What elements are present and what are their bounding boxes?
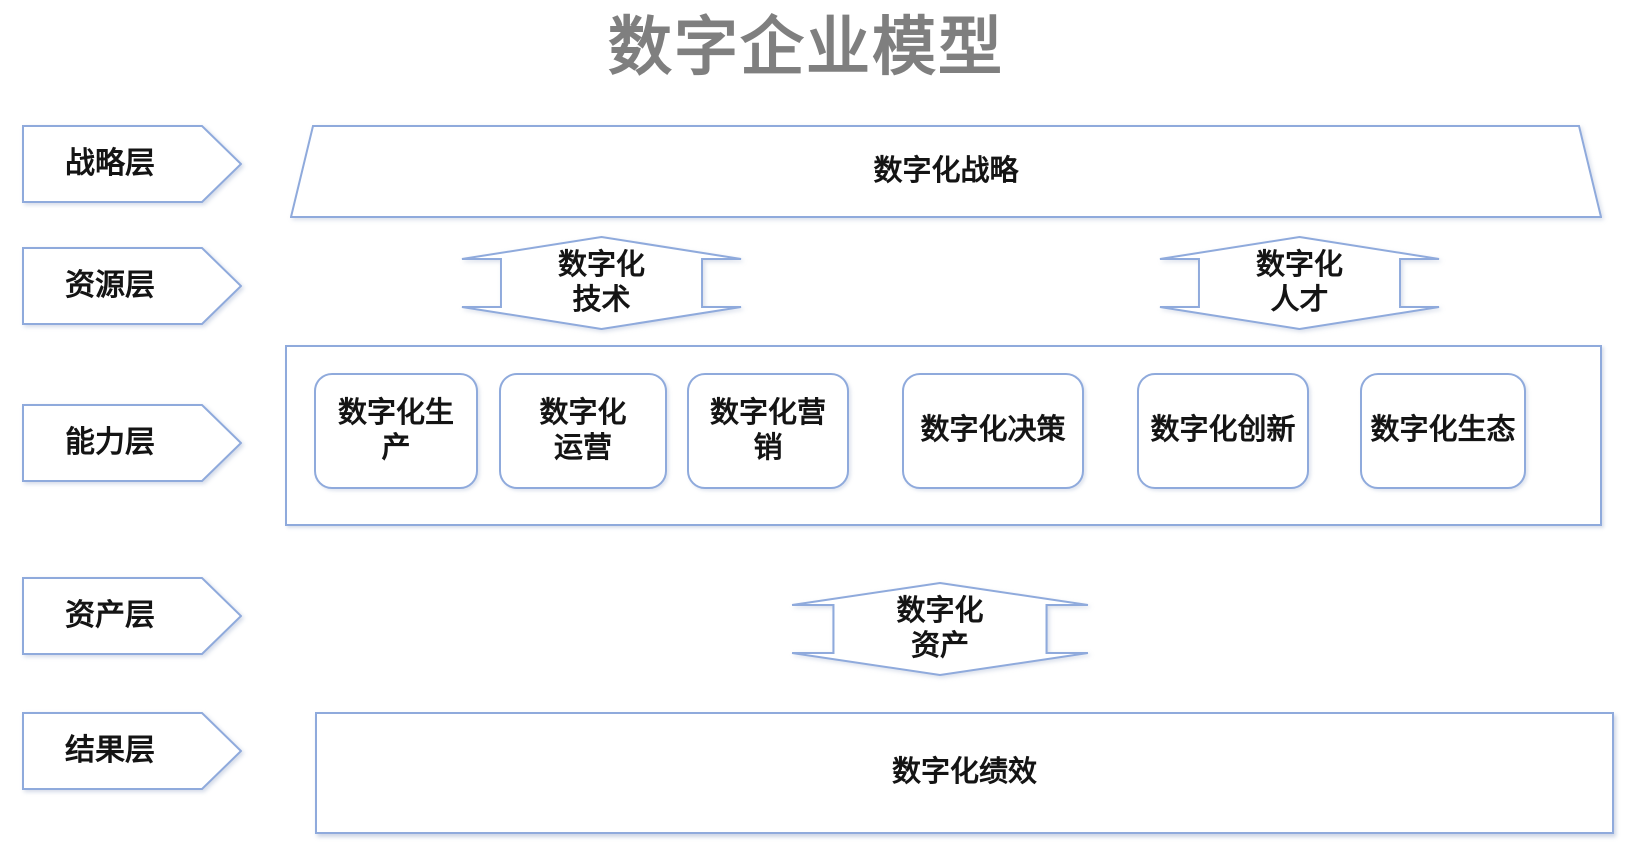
updown-arrow-icon bbox=[461, 236, 742, 330]
asset-arrow-label: 数字化 资产 bbox=[790, 582, 1090, 676]
arrow-label-line: 技术 bbox=[572, 284, 631, 316]
capability-label: 数字化生 bbox=[337, 396, 454, 429]
capability-box-production: 数字化生 产 bbox=[314, 373, 478, 489]
capability-label: 数字化营 bbox=[709, 396, 826, 429]
capability-box-innovation: 数字化创新 bbox=[1137, 373, 1309, 489]
layer-label-capability: 能力层 bbox=[65, 425, 155, 459]
capability-label: 数字化生态 bbox=[1370, 414, 1516, 447]
page-title: 数字企业模型 bbox=[608, 11, 1004, 83]
performance-rect: 数字化绩效 bbox=[315, 712, 1614, 834]
capability-box-ecosystem: 数字化生态 bbox=[1360, 373, 1526, 489]
capability-label: 数字化决策 bbox=[920, 414, 1066, 447]
capability-label: 产 bbox=[381, 432, 411, 464]
strategy-trapezoid: 数字化战略 bbox=[290, 125, 1602, 218]
layer-label-resource: 资源层 bbox=[65, 268, 155, 302]
asset-arrow: 数字化 资产 bbox=[790, 582, 1090, 676]
layer-pentagon-resource: 资源层 bbox=[22, 247, 242, 325]
resource-arrow-tech-label: 数字化 技术 bbox=[460, 236, 743, 330]
pentagon-shape-icon bbox=[22, 247, 242, 325]
arrow-label-line: 数字化 bbox=[896, 594, 984, 627]
arrow-label-line: 数字化 bbox=[1255, 248, 1343, 281]
layer-label-strategy: 战略层 bbox=[65, 146, 155, 180]
updown-arrow-icon bbox=[791, 582, 1089, 676]
layer-pentagon-result: 结果层 bbox=[22, 712, 242, 790]
capability-label: 数字化 bbox=[539, 396, 627, 429]
resource-arrow-talent-label: 数字化 人才 bbox=[1158, 236, 1441, 330]
capability-container: 数字化生 产 数字化 运营 数字化营 销 数字化决策 数字化创新 数字化生态 bbox=[285, 345, 1602, 526]
capability-label: 运营 bbox=[553, 432, 612, 464]
layer-pentagon-strategy: 战略层 bbox=[22, 125, 242, 203]
resource-arrow-tech: 数字化 技术 bbox=[460, 236, 743, 330]
layer-label-result: 结果层 bbox=[65, 733, 155, 767]
strategy-label: 数字化战略 bbox=[873, 154, 1019, 187]
pentagon-shape-icon bbox=[22, 712, 242, 790]
arrow-label-line: 资产 bbox=[910, 630, 969, 662]
layer-pentagon-capability: 能力层 bbox=[22, 404, 242, 482]
layer-label-asset: 资产层 bbox=[65, 598, 155, 632]
capability-box-marketing: 数字化营 销 bbox=[687, 373, 849, 489]
resource-arrow-talent: 数字化 人才 bbox=[1158, 236, 1441, 330]
trapezoid-shape-icon bbox=[290, 125, 1602, 218]
performance-label: 数字化绩效 bbox=[891, 756, 1037, 789]
capability-box-decision: 数字化决策 bbox=[902, 373, 1084, 489]
pentagon-shape-icon bbox=[22, 125, 242, 203]
arrow-label-line: 数字化 bbox=[557, 248, 645, 281]
arrow-label-line: 人才 bbox=[1270, 284, 1329, 316]
capability-label: 数字化创新 bbox=[1150, 414, 1296, 447]
pentagon-shape-icon bbox=[22, 577, 242, 655]
capability-box-operations: 数字化 运营 bbox=[499, 373, 667, 489]
layer-pentagon-asset: 资产层 bbox=[22, 577, 242, 655]
capability-label: 销 bbox=[753, 432, 783, 464]
pentagon-shape-icon bbox=[22, 404, 242, 482]
updown-arrow-icon bbox=[1159, 236, 1440, 330]
